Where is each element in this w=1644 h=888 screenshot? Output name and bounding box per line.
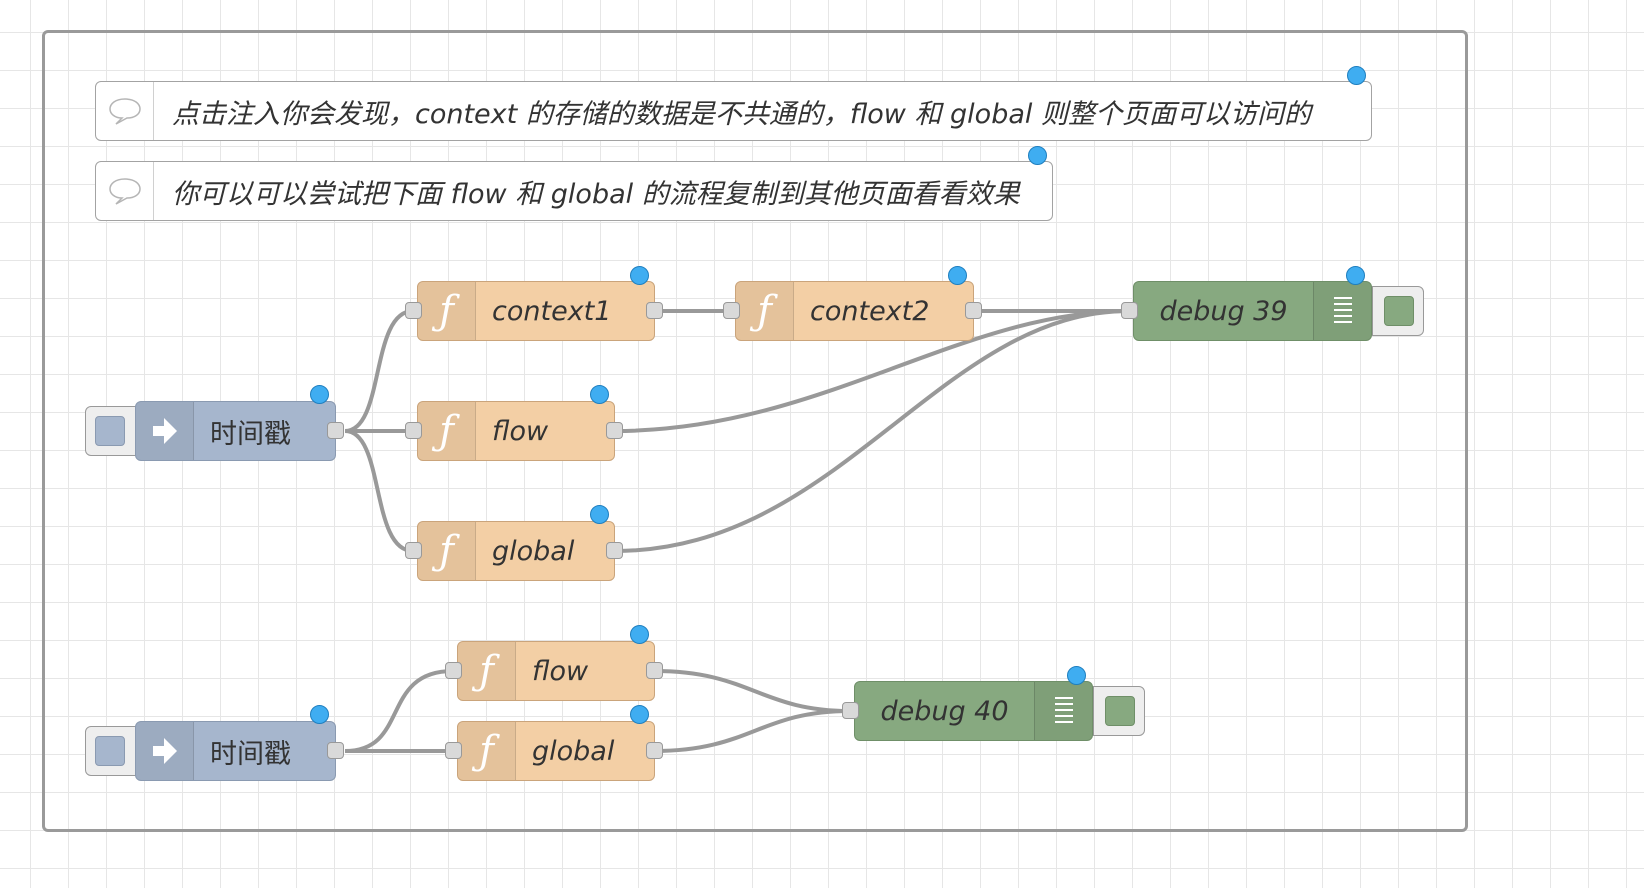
list-icon xyxy=(1034,682,1092,740)
wire xyxy=(344,429,414,553)
node-label: 时间戳 xyxy=(210,418,291,450)
input-port[interactable] xyxy=(405,302,422,319)
node-label: global xyxy=(532,735,615,767)
changed-indicator-dot xyxy=(1028,146,1047,165)
output-port[interactable] xyxy=(646,302,663,319)
wire xyxy=(344,669,454,753)
arrow-right-icon xyxy=(136,722,194,780)
inject-node[interactable]: 时间戳 xyxy=(135,721,336,781)
changed-indicator-dot xyxy=(590,385,609,404)
function-node-global[interactable]: ƒ global xyxy=(417,521,615,581)
inject-trigger-button[interactable] xyxy=(85,406,137,456)
changed-indicator-dot xyxy=(590,505,609,524)
wire xyxy=(344,309,414,433)
inject-trigger-button[interactable] xyxy=(85,726,137,776)
comment-node-2[interactable]: 你可以可以尝试把下面 flow 和 global 的流程复制到其他页面看看效果 xyxy=(95,161,1053,221)
wire xyxy=(654,669,851,713)
input-port[interactable] xyxy=(445,742,462,759)
output-port[interactable] xyxy=(327,742,344,759)
function-node-context1[interactable]: ƒ context1 xyxy=(417,281,655,341)
arrow-right-icon xyxy=(136,402,194,460)
output-port[interactable] xyxy=(646,742,663,759)
function-icon: ƒ xyxy=(736,282,794,340)
output-port[interactable] xyxy=(965,302,982,319)
debug-node-40[interactable]: debug 40 xyxy=(854,681,1093,741)
comment-text: 你可以可以尝试把下面 flow 和 global 的流程复制到其他页面看看效果 xyxy=(172,178,1020,210)
function-icon: ƒ xyxy=(418,402,476,460)
comment-node-1[interactable]: 点击注入你会发现，context 的存储的数据是不共通的，flow 和 glob… xyxy=(95,81,1372,141)
node-label: debug 40 xyxy=(880,695,1009,727)
changed-indicator-dot xyxy=(630,266,649,285)
list-icon xyxy=(1313,282,1371,340)
function-node-flow[interactable]: ƒ flow xyxy=(417,401,615,461)
output-port[interactable] xyxy=(646,662,663,679)
inject-node[interactable]: 时间戳 xyxy=(135,401,336,461)
node-label: context2 xyxy=(810,295,930,327)
function-icon: ƒ xyxy=(418,522,476,580)
node-label: debug 39 xyxy=(1159,295,1288,327)
debug-toggle-button[interactable] xyxy=(1372,286,1424,336)
speech-bubble-icon xyxy=(96,162,154,220)
changed-indicator-dot xyxy=(310,705,329,724)
input-port[interactable] xyxy=(445,662,462,679)
function-icon: ƒ xyxy=(458,642,516,700)
changed-indicator-dot xyxy=(630,705,649,724)
changed-indicator-dot xyxy=(1347,66,1366,85)
wire xyxy=(654,709,851,753)
function-node-global[interactable]: ƒ global xyxy=(457,721,655,781)
speech-bubble-icon xyxy=(96,82,154,140)
wire xyxy=(614,309,1130,553)
function-icon: ƒ xyxy=(458,722,516,780)
changed-indicator-dot xyxy=(630,625,649,644)
changed-indicator-dot xyxy=(948,266,967,285)
node-label: 时间戳 xyxy=(210,738,291,770)
input-port[interactable] xyxy=(405,542,422,559)
wire xyxy=(614,309,1130,433)
input-port[interactable] xyxy=(1121,302,1138,319)
debug-toggle-button[interactable] xyxy=(1093,686,1145,736)
output-port[interactable] xyxy=(327,422,344,439)
function-icon: ƒ xyxy=(418,282,476,340)
comment-text: 点击注入你会发现，context 的存储的数据是不共通的，flow 和 glob… xyxy=(172,98,1311,130)
changed-indicator-dot xyxy=(1067,666,1086,685)
function-node-context2[interactable]: ƒ context2 xyxy=(735,281,974,341)
changed-indicator-dot xyxy=(310,385,329,404)
node-label: flow xyxy=(492,415,549,447)
changed-indicator-dot xyxy=(1346,266,1365,285)
input-port[interactable] xyxy=(842,702,859,719)
node-label: context1 xyxy=(492,295,612,327)
output-port[interactable] xyxy=(606,542,623,559)
node-label: global xyxy=(492,535,575,567)
function-node-flow[interactable]: ƒ flow xyxy=(457,641,655,701)
input-port[interactable] xyxy=(723,302,740,319)
input-port[interactable] xyxy=(405,422,422,439)
flow-group[interactable] xyxy=(42,30,1468,832)
node-label: flow xyxy=(532,655,589,687)
debug-node-39[interactable]: debug 39 xyxy=(1133,281,1372,341)
output-port[interactable] xyxy=(606,422,623,439)
